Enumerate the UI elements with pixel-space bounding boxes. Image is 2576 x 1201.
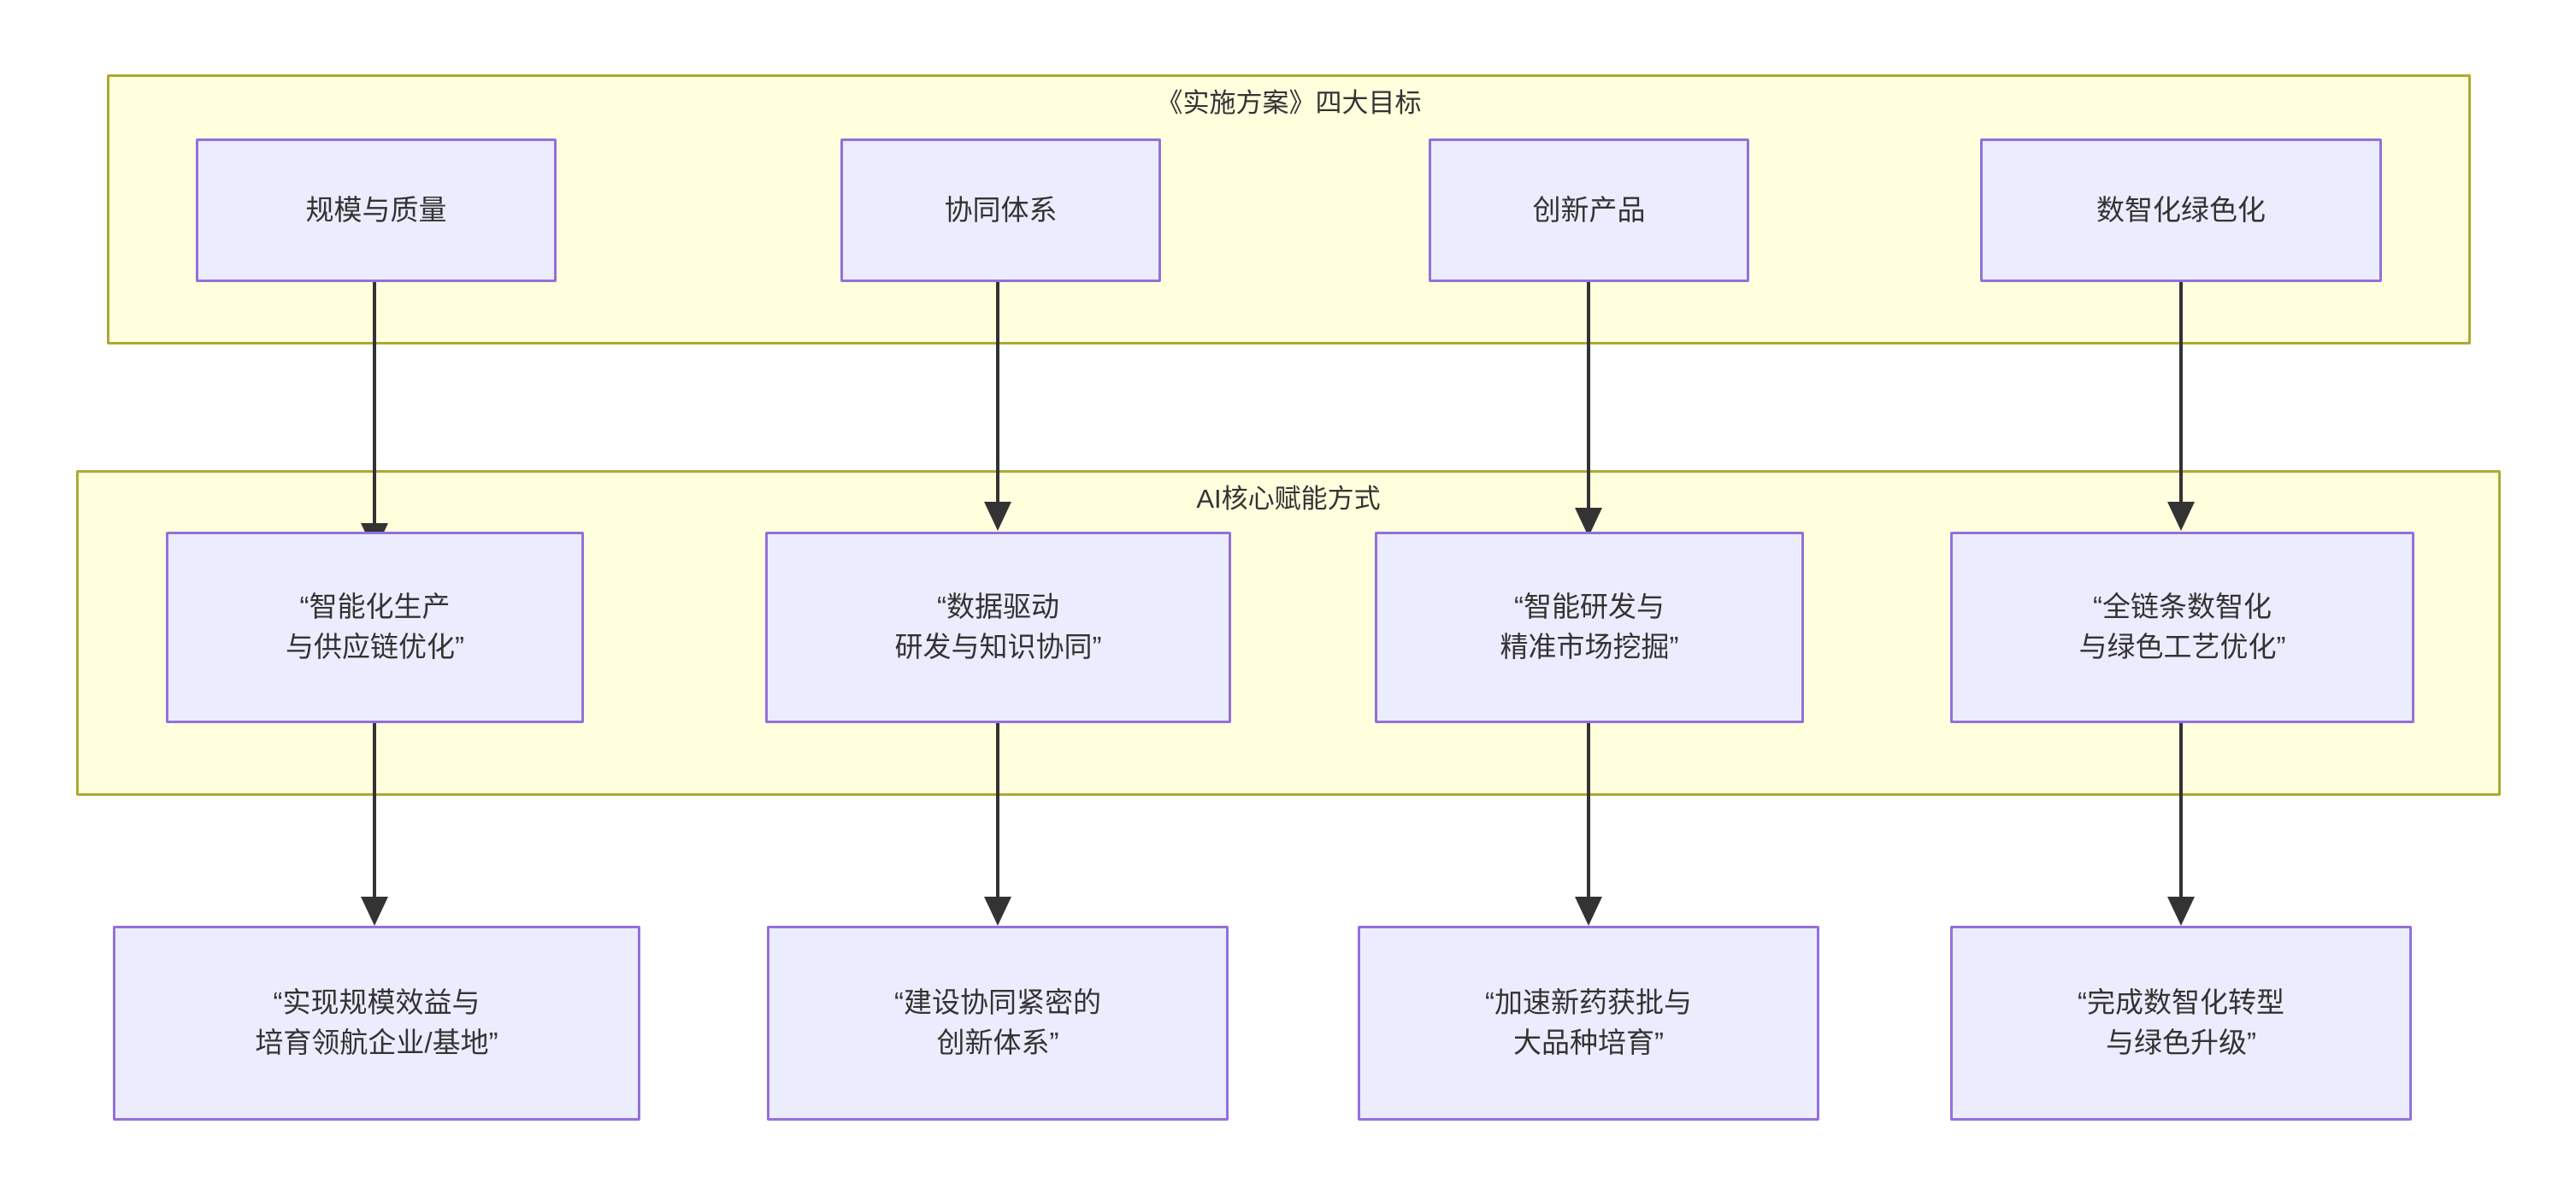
cluster-ai-title: AI核心赋能方式 xyxy=(1196,484,1381,514)
node-label-line: “完成数智化转型 xyxy=(2078,986,2284,1019)
node-label: “建设协同紧密的 创新体系” xyxy=(778,983,1217,1063)
node-goal-innovative-products[interactable]: 创新产品 xyxy=(1429,138,1749,282)
node-label-line: “智能研发与 xyxy=(1514,591,1665,623)
node-label-line: 与供应链优化” xyxy=(286,631,464,662)
node-outcome-innovation-system[interactable]: “建设协同紧密的 创新体系” xyxy=(767,926,1229,1121)
node-label-line: 数智化绿色化 xyxy=(2096,193,2266,226)
node-label-line: 培育领航企业/基地” xyxy=(255,1027,498,1058)
node-label-line: “实现规模效益与 xyxy=(273,986,480,1019)
node-outcome-new-drug-approval[interactable]: “加速新药获批与 大品种培育” xyxy=(1358,926,1819,1121)
node-goal-digital-green[interactable]: 数智化绿色化 xyxy=(1980,138,2382,282)
node-label: “加速新药获批与 大品种培育” xyxy=(1369,983,1808,1063)
node-ai-smart-rd-market[interactable]: “智能研发与 精准市场挖掘” xyxy=(1375,532,1804,723)
node-label: “实现规模效益与 培育领航企业/基地” xyxy=(124,983,629,1063)
node-goal-collaboration-system[interactable]: 协同体系 xyxy=(840,138,1161,282)
node-goal-scale-quality[interactable]: 规模与质量 xyxy=(196,138,557,282)
node-label-line: 协同体系 xyxy=(944,193,1058,226)
node-ai-data-driven-rd[interactable]: “数据驱动 研发与知识协同” xyxy=(765,532,1231,723)
node-label: 协同体系 xyxy=(852,191,1150,231)
node-label: “智能研发与 精准市场挖掘” xyxy=(1386,587,1793,668)
node-label-line: 研发与知识协同” xyxy=(894,631,1102,662)
node-outcome-scale-benefit[interactable]: “实现规模效益与 培育领航企业/基地” xyxy=(113,926,640,1121)
node-label-line: 规模与质量 xyxy=(305,193,447,226)
node-label-line: 精准市场挖掘” xyxy=(1500,631,1679,662)
node-outcome-digital-transformation[interactable]: “完成数智化转型 与绿色升级” xyxy=(1950,926,2412,1121)
node-label: “数据驱动 研发与知识协同” xyxy=(776,587,1220,668)
node-label-line: “全链条数智化 xyxy=(2093,591,2272,623)
cluster-goals-title: 《实施方案》四大目标 xyxy=(1156,88,1422,118)
node-label-line: 与绿色升级” xyxy=(2106,1027,2256,1058)
node-label: “全链条数智化 与绿色工艺优化” xyxy=(1961,587,2403,668)
node-label-line: “数据驱动 xyxy=(937,591,1059,623)
node-label: “完成数智化转型 与绿色升级” xyxy=(1961,983,2401,1063)
node-ai-full-chain-green[interactable]: “全链条数智化 与绿色工艺优化” xyxy=(1950,532,2414,723)
node-label: 数智化绿色化 xyxy=(1991,191,2371,231)
node-label: 创新产品 xyxy=(1440,191,1738,231)
node-label-line: “加速新药获批与 xyxy=(1485,986,1692,1019)
node-label-line: “建设协同紧密的 xyxy=(894,986,1101,1019)
node-label: “智能化生产 与供应链优化” xyxy=(177,587,573,668)
node-label-line: 创新产品 xyxy=(1532,193,1646,226)
node-label-line: “智能化生产 xyxy=(299,591,451,623)
node-label-line: 大品种培育” xyxy=(1513,1027,1664,1058)
node-label: 规模与质量 xyxy=(207,191,545,231)
node-label-line: 与绿色工艺优化” xyxy=(2078,631,2286,662)
node-ai-smart-production[interactable]: “智能化生产 与供应链优化” xyxy=(166,532,584,723)
node-label-line: 创新体系” xyxy=(936,1027,1059,1058)
